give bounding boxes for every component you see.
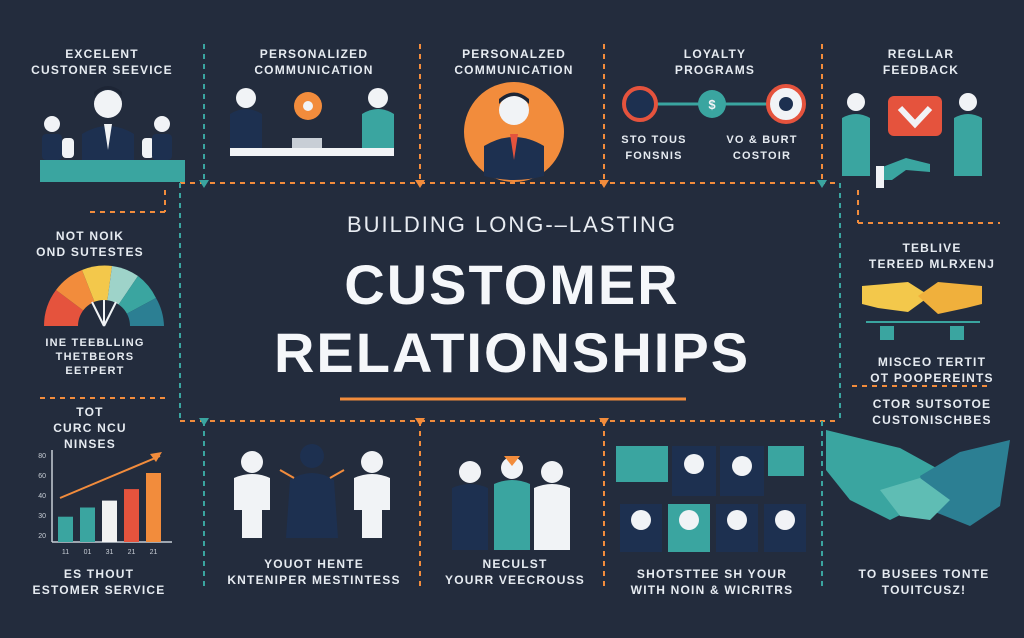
title-line-3: RELATIONSHIPS	[273, 321, 751, 384]
trend-arrow-icon	[150, 452, 162, 462]
chart-y-tick: 60	[38, 473, 46, 480]
chart-x-tick: 21	[150, 549, 158, 556]
satisfaction-gauge-icon	[44, 265, 164, 352]
chart-y-tick: 80	[38, 453, 46, 460]
chart-y-tick: 20	[38, 533, 46, 540]
chart-bar	[124, 489, 139, 542]
chart-bar	[102, 500, 117, 542]
video-call-grid-icon	[616, 446, 806, 552]
handshake-icon	[862, 282, 982, 340]
chart-x-tick: 11	[62, 549, 69, 556]
chart-bar	[80, 507, 95, 542]
chart-y-tick: 40	[38, 493, 46, 500]
loyalty-programs-icon: $	[622, 84, 806, 124]
personalized-avatar-icon	[464, 82, 564, 182]
title-line-2: CUSTOMER	[344, 253, 680, 316]
chart-x-tick: 01	[84, 549, 92, 556]
chart-x-tick: 31	[106, 549, 114, 556]
customer-service-icon	[40, 86, 185, 182]
chart-bar	[146, 473, 161, 542]
chart-x-tick: 21	[128, 549, 136, 556]
chart-y-tick: 30	[38, 513, 46, 520]
partnership-handshake-icon	[826, 430, 1010, 526]
bar-chart: 80 60 40 30 20 11 01 31 21 21	[38, 450, 172, 556]
communication-meeting-icon	[230, 88, 394, 156]
team-icon	[452, 456, 570, 550]
chart-bar	[58, 516, 73, 542]
people-group-icon	[234, 444, 390, 538]
svg-text:$: $	[708, 97, 716, 112]
feedback-icon	[842, 93, 982, 188]
title-line-1: BUILDING LONG-–LASTING	[346, 212, 678, 237]
